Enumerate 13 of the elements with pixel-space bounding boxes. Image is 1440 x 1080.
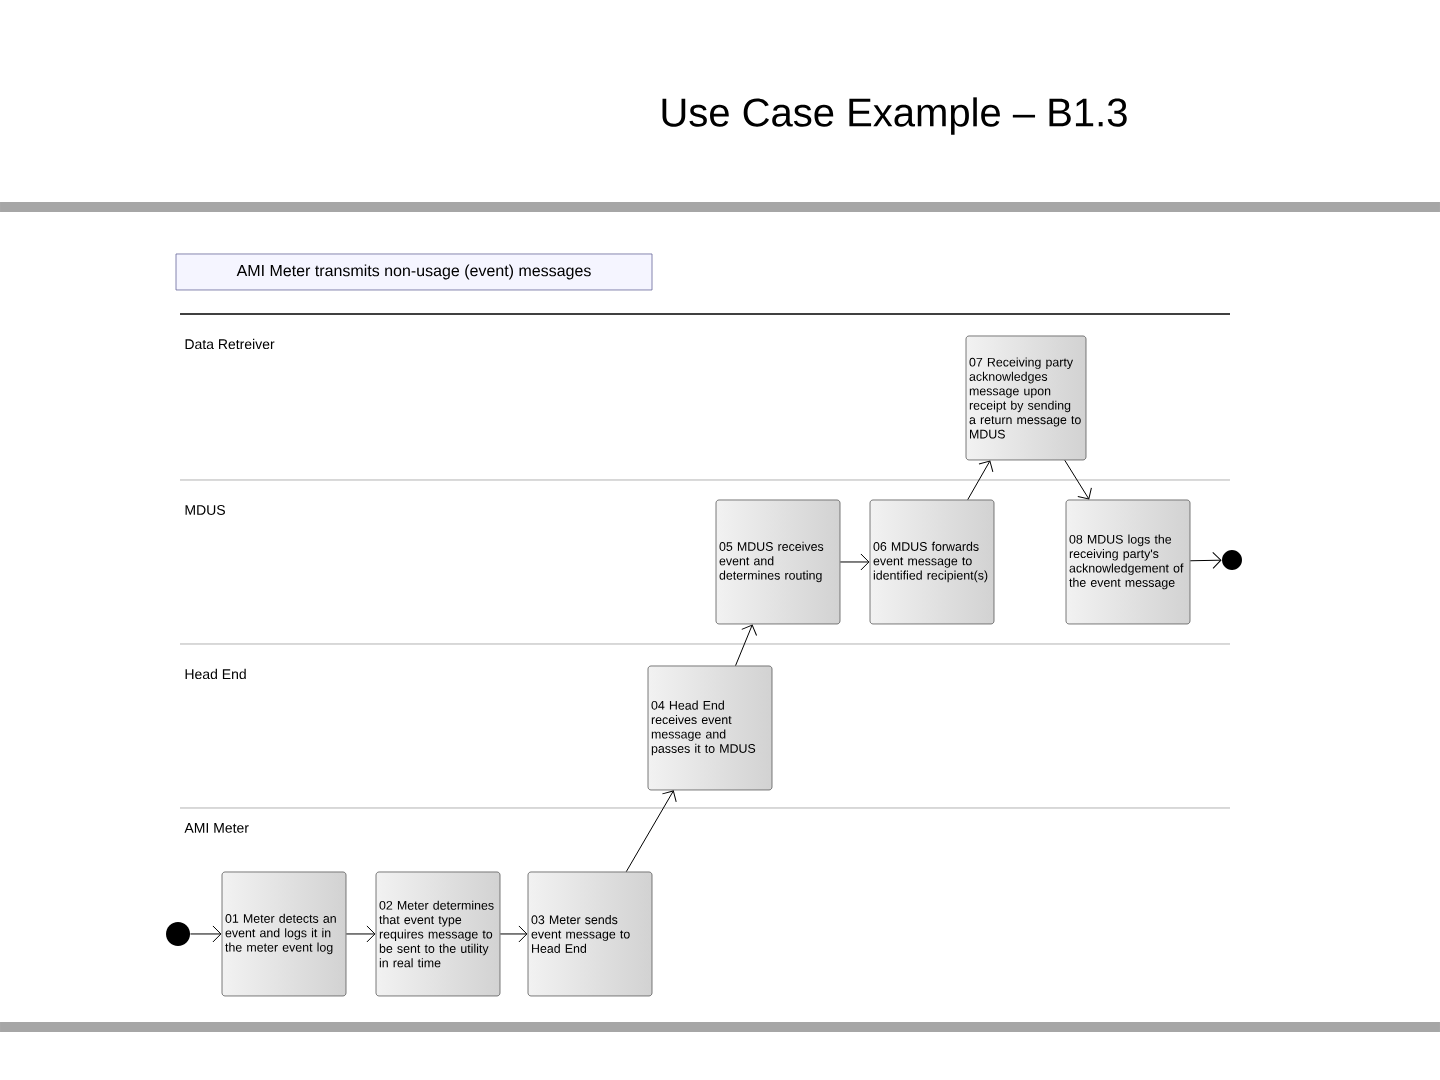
arrow: [1189, 551, 1222, 569]
arrow: [1064, 459, 1092, 500]
heading-box: AMI Meter transmits non-usage (event) messages: [175, 253, 653, 291]
arrow: [345, 925, 376, 943]
arrow: [735, 624, 758, 667]
arrow: [967, 460, 994, 501]
arrow: [625, 790, 677, 873]
arrow: [189, 925, 222, 943]
end-dot: [1222, 549, 1242, 570]
arrow: [839, 553, 870, 571]
slide-title: Use Case Example – B1.3: [662, 97, 1127, 135]
arrow: [499, 925, 528, 943]
start-dot: [166, 921, 190, 946]
